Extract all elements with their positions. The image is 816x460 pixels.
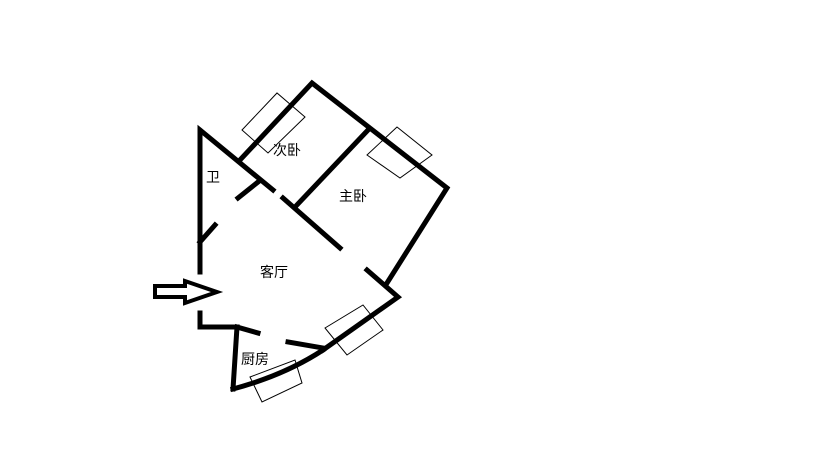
bedroom-outer-wall xyxy=(236,79,451,287)
windows xyxy=(241,92,433,403)
left-wall xyxy=(197,124,277,275)
entrance-arrow-icon xyxy=(153,278,224,306)
bathroom-door-stub xyxy=(234,178,262,202)
label-master-bedroom: 主卧 xyxy=(339,189,367,205)
window-master-bedroom xyxy=(366,126,433,179)
kitchen-curved-wall xyxy=(229,346,327,393)
living-right-wall xyxy=(319,266,403,354)
living-bedroom-wall xyxy=(279,194,344,252)
window-living-room xyxy=(324,304,384,356)
window-kitchen xyxy=(249,359,303,403)
label-kitchen: 厨房 xyxy=(241,352,269,368)
label-bathroom: 卫 xyxy=(206,170,220,186)
walls xyxy=(196,79,451,393)
bathroom-left-stub xyxy=(196,221,219,246)
kitchen-door-stub xyxy=(285,339,326,351)
label-second-bedroom: 次卧 xyxy=(273,143,301,159)
label-living-room: 客厅 xyxy=(260,264,288,281)
kitchen-top-stub xyxy=(233,323,262,337)
window-second-bedroom xyxy=(241,92,306,154)
kitchen-left-wall xyxy=(197,310,240,392)
master-partition-wall xyxy=(291,126,372,211)
